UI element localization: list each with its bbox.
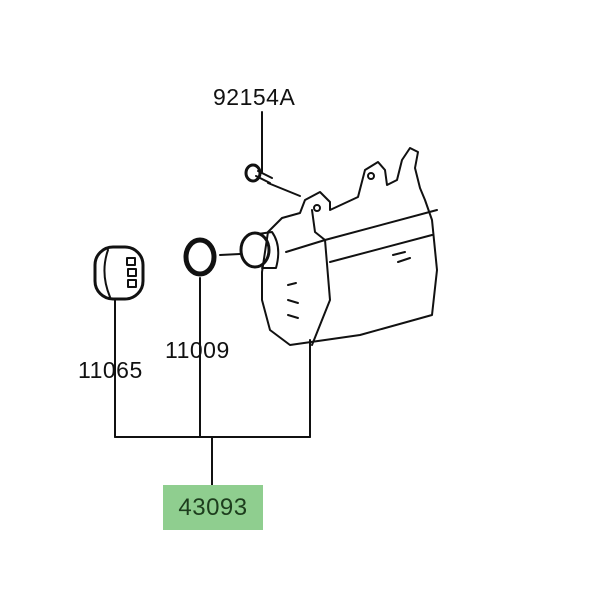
leader-lines [114, 111, 311, 487]
gasket-icon [183, 237, 217, 277]
part-label-11065[interactable]: 11065 [78, 357, 143, 383]
reservoir-tank-icon [239, 147, 438, 346]
part-label-11009[interactable]: 11009 [165, 337, 230, 363]
part-label-92154A[interactable]: 92154A [213, 84, 296, 110]
part-label-43093-highlighted[interactable]: 43093 [163, 485, 263, 530]
cap-icon [93, 245, 145, 301]
bolt-icon [244, 163, 273, 184]
